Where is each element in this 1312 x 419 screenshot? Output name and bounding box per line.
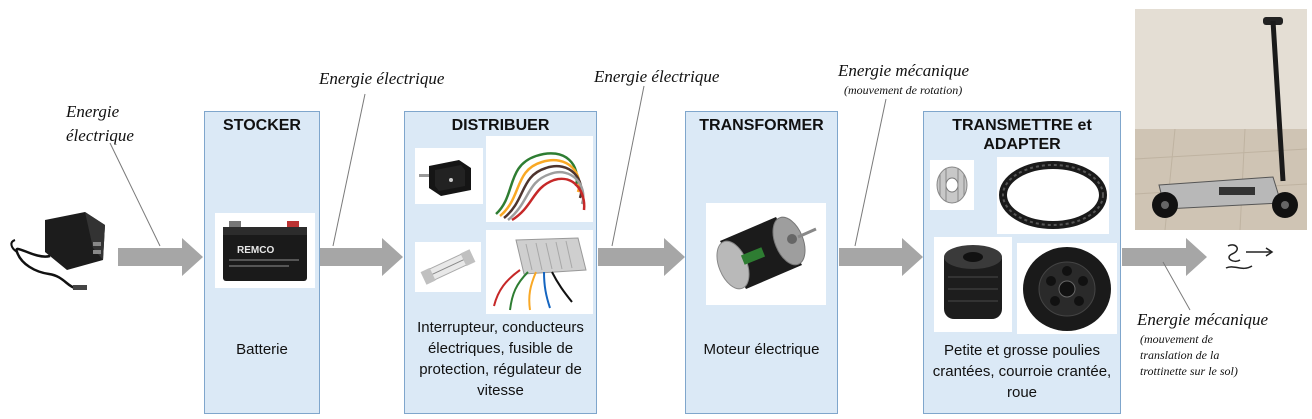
block-transformer-title: TRANSFORMER bbox=[699, 117, 824, 134]
block-transformer-caption: Moteur électrique bbox=[703, 341, 820, 358]
arrow-stocker-distribuer bbox=[319, 238, 403, 276]
output-energy-sublabel: (mouvement de translation de la trottine… bbox=[1140, 331, 1310, 379]
block-stocker: STOCKER REMCO Batterie bbox=[204, 111, 320, 414]
leader-distribuer-transformer bbox=[611, 85, 645, 247]
motion-icon bbox=[1225, 244, 1274, 270]
wires-icon bbox=[495, 152, 586, 222]
block-transformer: TRANSFORMER Moteur électrique bbox=[685, 111, 838, 414]
input-energy-line2: électrique bbox=[66, 126, 134, 145]
output-sub-line2: translation de la bbox=[1140, 348, 1220, 362]
scooter-photo bbox=[1134, 9, 1308, 231]
motor-photo bbox=[706, 203, 826, 305]
energy-label-distribuer-transformer: Energie électrique bbox=[594, 67, 720, 86]
belt-photo bbox=[997, 157, 1109, 234]
distribuer-caption-line4: vitesse bbox=[477, 382, 524, 399]
arrow-transformer-transmettre bbox=[839, 238, 923, 276]
leader-transformer-transmettre bbox=[854, 98, 887, 247]
fuse-icon bbox=[420, 249, 476, 285]
block-transmettre: TRANSMETTRE et ADAPTER Petite e bbox=[923, 111, 1121, 414]
large-pulley-photo bbox=[934, 237, 1012, 332]
transmettre-title-line1: TRANSMETTRE et bbox=[952, 117, 1092, 134]
speed-controller-icon bbox=[493, 237, 587, 311]
block-transmettre-caption: Petite et grosse poulies crantées, courr… bbox=[924, 340, 1120, 403]
leader-stocker-distribuer bbox=[332, 93, 366, 247]
block-stocker-caption: Batterie bbox=[236, 341, 288, 358]
arrow-output bbox=[1122, 238, 1207, 276]
small-pulley-icon bbox=[936, 166, 968, 204]
block-transmettre-title: TRANSMETTRE et ADAPTER bbox=[924, 116, 1120, 154]
leader-input bbox=[109, 142, 161, 247]
leader-output bbox=[1162, 261, 1191, 311]
belt-icon bbox=[999, 161, 1107, 229]
output-energy-label: Energie mécanique bbox=[1137, 310, 1269, 329]
arrow-input bbox=[118, 238, 203, 276]
block-distribuer-title: DISTRIBUER bbox=[451, 117, 550, 134]
energy-label-stocker-distribuer: Energie électrique bbox=[319, 69, 445, 88]
charger-icon bbox=[10, 212, 105, 290]
wheel-icon bbox=[1023, 247, 1111, 331]
distribuer-caption-line2: électriques, fusible de bbox=[427, 340, 574, 357]
speed-controller-photo bbox=[486, 230, 593, 314]
block-distribuer-caption: Interrupteur, conducteurs électriques, f… bbox=[405, 317, 596, 401]
battery-photo: REMCO bbox=[215, 213, 315, 288]
input-energy-label: Energie électrique bbox=[66, 101, 186, 147]
distribuer-caption-line1: Interrupteur, conducteurs bbox=[417, 319, 584, 336]
arrow-distribuer-transformer bbox=[598, 238, 685, 276]
battery-brand-label: REMCO bbox=[237, 245, 274, 256]
wheel-photo bbox=[1017, 243, 1117, 334]
small-pulley-photo bbox=[930, 160, 974, 210]
transmettre-caption-line2: crantées, courroie crantée, bbox=[932, 363, 1112, 380]
distribuer-caption-line3: protection, régulateur de bbox=[419, 361, 582, 378]
energy-sublabel-transformer-transmettre: (mouvement de rotation) bbox=[844, 83, 963, 97]
energy-label-transformer-transmettre: Energie mécanique bbox=[838, 61, 970, 80]
transmettre-caption-line3: roue bbox=[1006, 384, 1038, 401]
transmettre-title-line2: ADAPTER bbox=[983, 136, 1061, 153]
transmettre-caption-line1: Petite et grosse poulies bbox=[944, 342, 1100, 359]
switch-photo bbox=[415, 148, 483, 204]
fuse-photo bbox=[415, 242, 481, 292]
switch-icon bbox=[419, 160, 471, 196]
input-energy-line1: Energie bbox=[66, 102, 120, 121]
scooter-icon bbox=[1134, 9, 1308, 231]
wires-photo bbox=[486, 136, 593, 222]
large-pulley-icon bbox=[944, 245, 1002, 319]
block-distribuer: DISTRIBUER bbox=[404, 111, 597, 414]
output-sub-line3: trottinette sur le sol) bbox=[1140, 364, 1238, 378]
output-sub-line1: (mouvement de bbox=[1140, 332, 1213, 346]
block-stocker-title: STOCKER bbox=[223, 117, 301, 134]
motor-icon bbox=[716, 216, 817, 290]
battery-icon: REMCO bbox=[223, 221, 307, 281]
